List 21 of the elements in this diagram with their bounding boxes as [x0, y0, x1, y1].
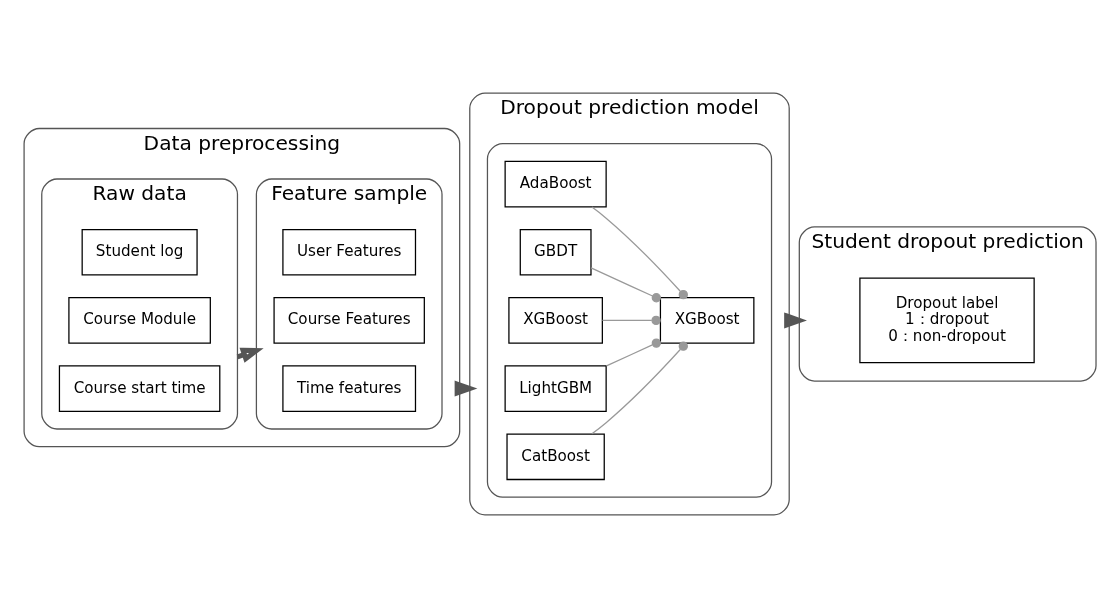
- arrow: [784, 312, 807, 329]
- node-box: LightGBM: [504, 365, 607, 412]
- node-box: Course start time: [58, 365, 221, 412]
- node-box: XGBoost: [659, 297, 755, 344]
- connector: [591, 206, 688, 300]
- node-box: Student log: [81, 228, 198, 276]
- node-box: User Features: [282, 228, 417, 276]
- node-box: XGBoost: [508, 297, 603, 344]
- arrow: [454, 380, 478, 397]
- connector: [590, 267, 661, 303]
- connector: [601, 315, 661, 326]
- connector: [605, 338, 661, 367]
- node-box: Time features: [282, 365, 417, 412]
- node-box: GBDT: [519, 228, 592, 276]
- node-box: Course Features: [273, 297, 425, 344]
- node-box: Dropout label 1：dropout 0：non-dropout: [859, 277, 1035, 364]
- cluster: [486, 143, 773, 498]
- node-box: AdaBoost: [504, 160, 607, 208]
- node-box: Course Module: [68, 297, 211, 344]
- connector: [591, 341, 688, 435]
- node-box: CatBoost: [506, 433, 605, 481]
